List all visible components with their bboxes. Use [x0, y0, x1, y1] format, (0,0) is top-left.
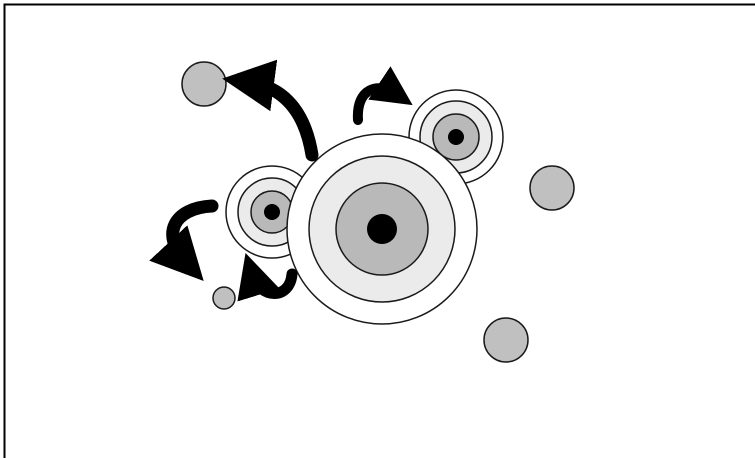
curved-arrow-top	[358, 88, 396, 120]
curved-arrow-top-left	[248, 82, 312, 155]
satellite-circle-bottom-right	[484, 318, 528, 362]
satellite-circle-right	[530, 166, 574, 210]
target-core	[367, 214, 397, 244]
large-center-target	[287, 134, 477, 324]
target-core	[264, 204, 280, 220]
satellite-circle-top-left	[182, 62, 226, 106]
curved-arrow-bottom	[252, 274, 292, 294]
curved-arrow-left	[173, 206, 212, 262]
target-core	[448, 129, 464, 145]
satellite-circle-small	[213, 287, 235, 309]
